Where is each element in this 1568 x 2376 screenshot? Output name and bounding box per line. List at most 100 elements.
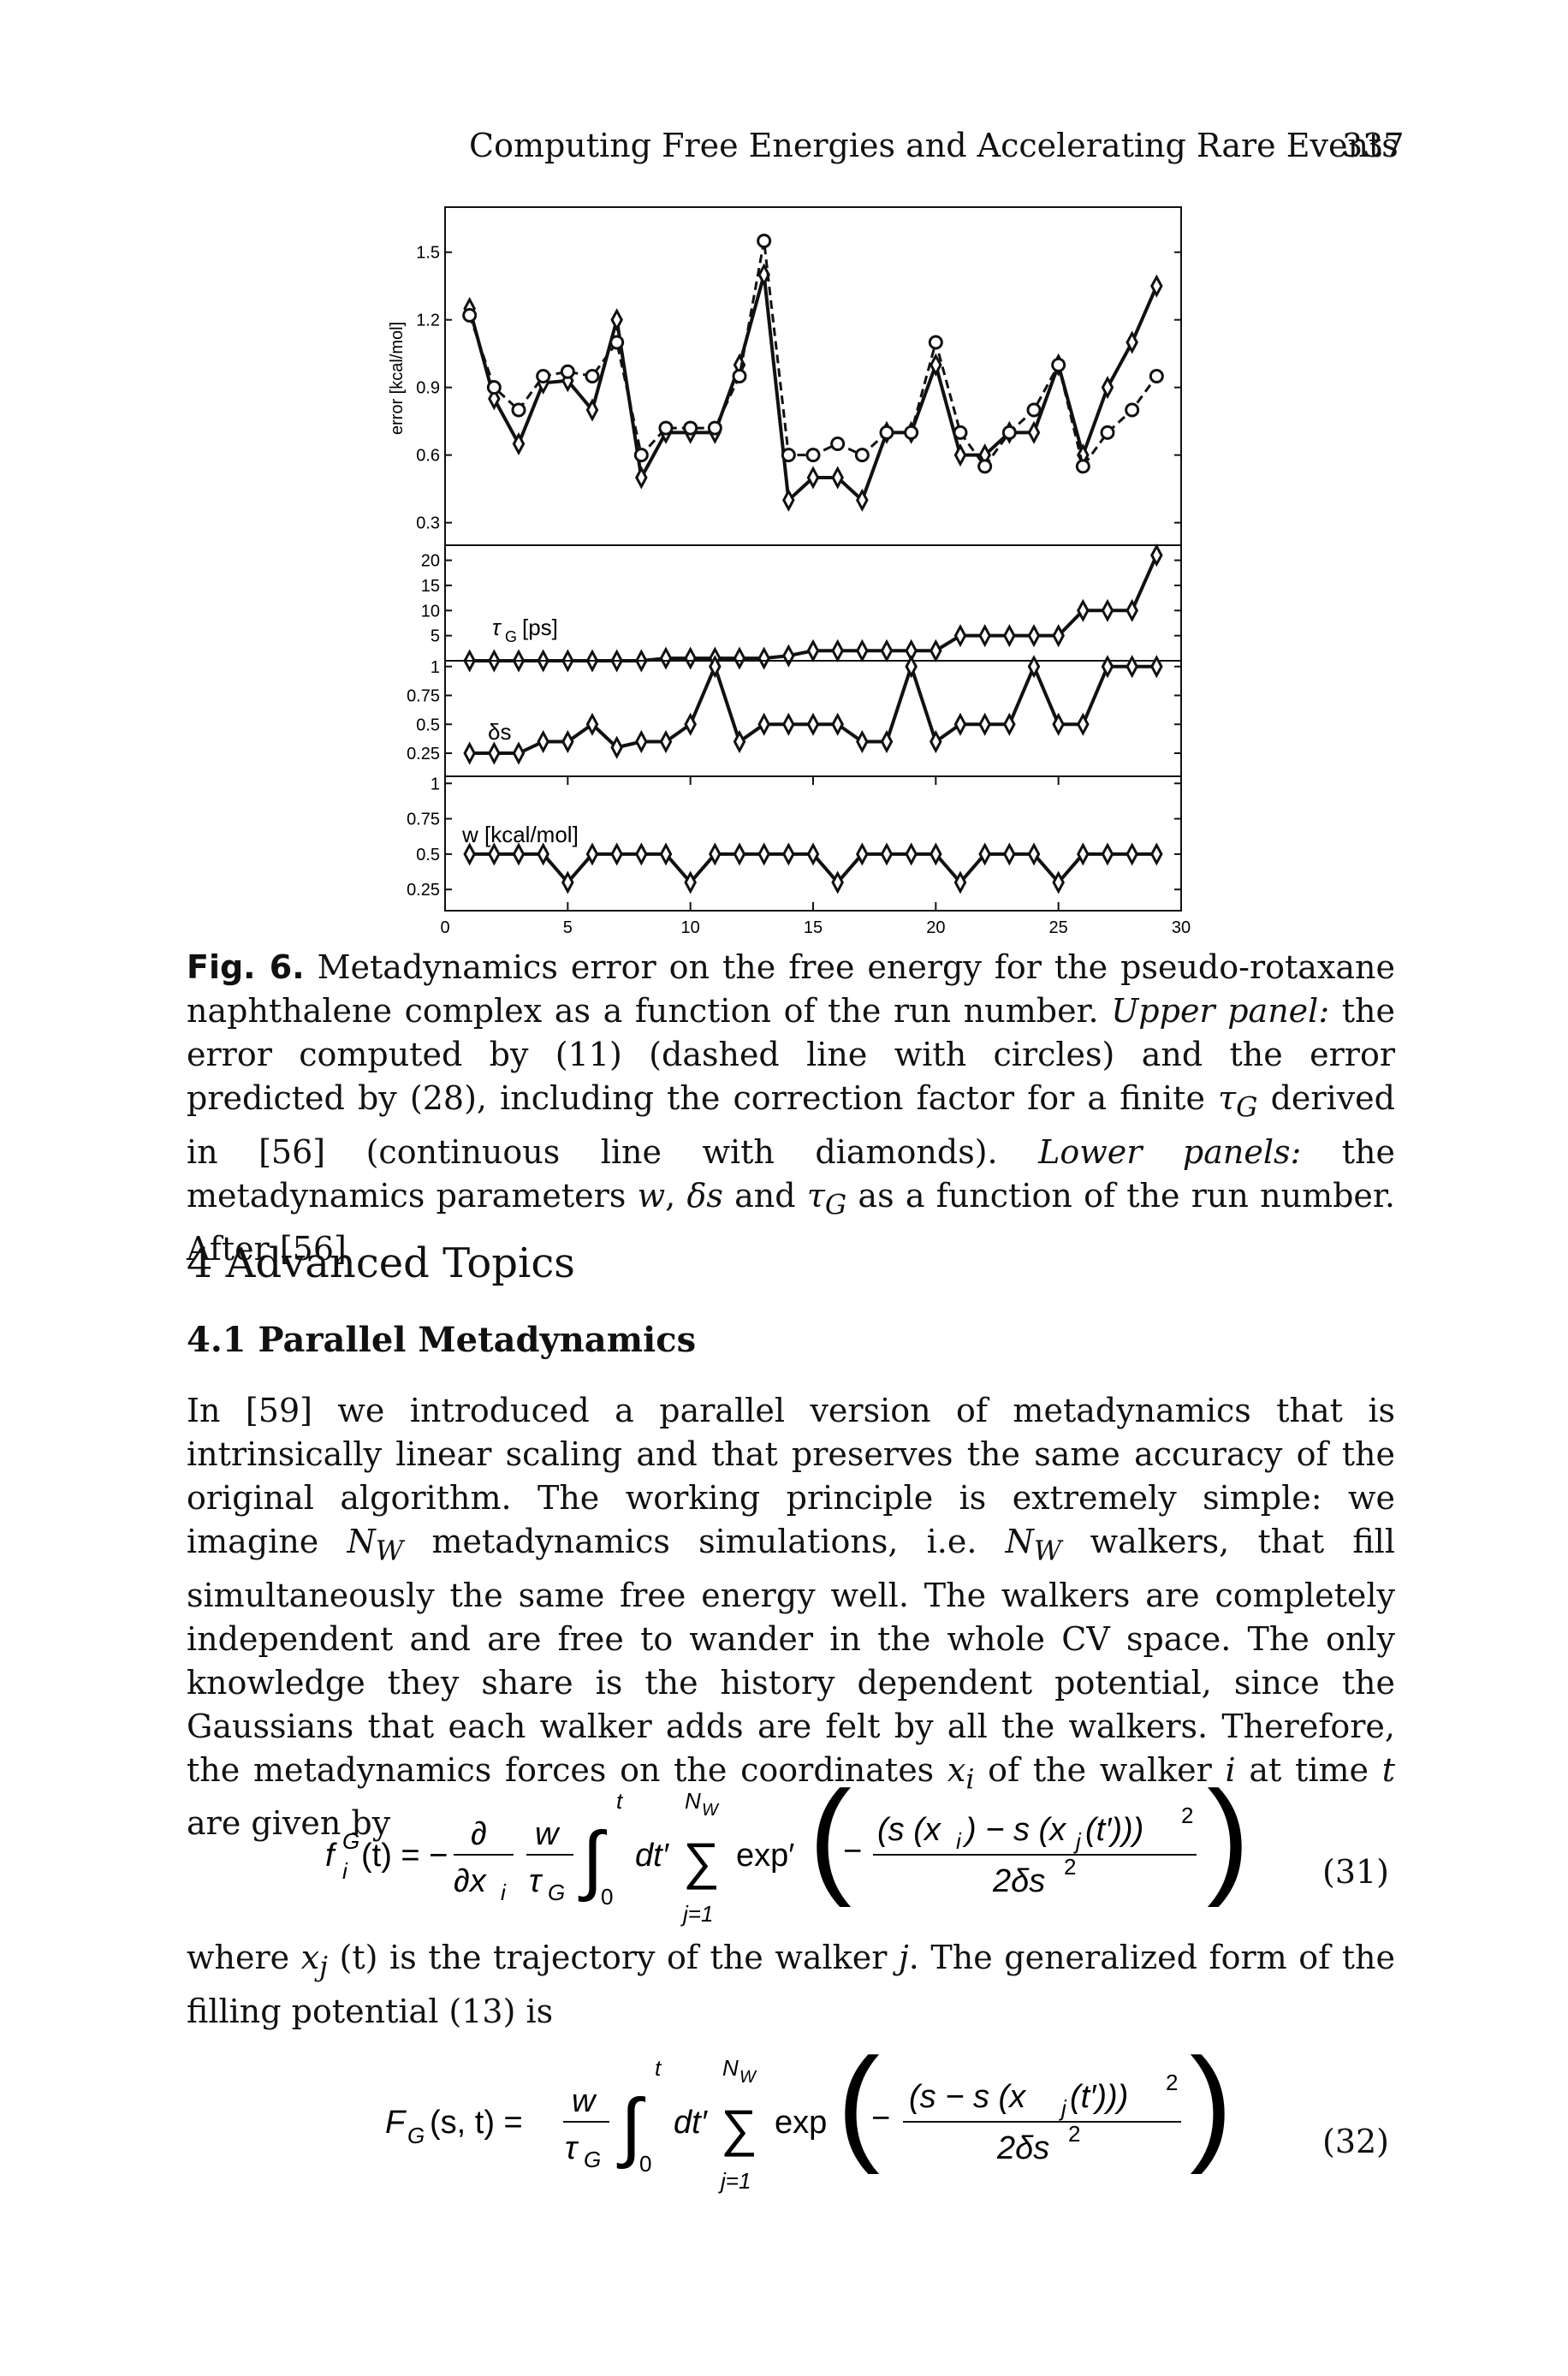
subsection-title: 4.1 Parallel Metadynamics — [187, 1320, 697, 1360]
eq32-lparen: ( — [837, 2047, 880, 2175]
ytick-label-2-1: 0.75 — [407, 687, 440, 706]
diamond-marker-3-0-6 — [610, 842, 623, 866]
diamond-marker-2-0-4 — [561, 729, 574, 754]
diamond-marker-3-0-16 — [856, 842, 869, 866]
eq31-lhs-arg: (t) = − — [361, 1838, 448, 1874]
diamond-marker-1-0-23 — [1027, 624, 1041, 648]
diamond-marker-0-0-23 — [1027, 420, 1041, 444]
body-t: t — [1381, 1750, 1395, 1789]
diamond-marker-2-0-9 — [684, 712, 697, 736]
eq32-lhs-arg: (s, t) = — [430, 2105, 523, 2141]
diamond-marker-1-0-14 — [806, 639, 820, 662]
diamond-marker-2-0-19 — [930, 729, 942, 754]
eq31-frac-den: 2δs — [992, 1863, 1045, 1899]
eq31-lhs-sub: i — [342, 1858, 348, 1884]
equation-31: f G i (t) = − ∂ ∂x i w τ G ∫ t 0 dt′ ∑ N… — [325, 1785, 1250, 1927]
circle-marker-0-1-18 — [904, 425, 919, 440]
xtick-label-2: 10 — [681, 918, 700, 935]
delta-s-label: δs — [488, 719, 511, 745]
circle-marker-0-1-4 — [560, 364, 575, 379]
ytick-label-3-2: 0.5 — [416, 846, 440, 864]
eq32-integral: ∫ — [616, 2084, 645, 2170]
eq31-num-partial: ∂ — [471, 1816, 487, 1852]
diamond-marker-3-0-24 — [1052, 870, 1065, 894]
ytick-label-0-4: 0.3 — [416, 514, 440, 533]
ytick-label-2-2: 0.5 — [416, 716, 440, 734]
ytick-label-3-3: 0.25 — [407, 881, 440, 900]
diamond-marker-0-0-12 — [757, 263, 770, 287]
caption-upper-label: Upper panel: — [1111, 992, 1330, 1030]
eq31-int-lower: 0 — [601, 1884, 613, 1910]
ytick-label-1-0: 20 — [421, 552, 440, 571]
diamond-marker-0-0-16 — [856, 488, 869, 512]
eq32-number: (32) — [1322, 2123, 1390, 2160]
circle-marker-0-1-7 — [633, 448, 649, 463]
diamond-marker-2-0-22 — [1003, 712, 1016, 736]
diamond-marker-2-0-7 — [635, 729, 648, 754]
diamond-marker-3-0-5 — [585, 842, 599, 866]
diamond-marker-2-0-13 — [782, 712, 795, 736]
caption-tau: τ — [1218, 1079, 1237, 1117]
diamond-marker-3-0-9 — [684, 870, 697, 894]
diamond-marker-1-0-13 — [782, 644, 795, 668]
body-text-4: of the walker — [974, 1750, 1226, 1789]
body-text-3: walkers, that fill simultaneously the sa… — [187, 1523, 1395, 1789]
diamond-marker-0-0-14 — [806, 466, 820, 490]
diamond-marker-2-0-16 — [856, 729, 869, 754]
diamond-marker-1-0-27 — [1126, 598, 1138, 622]
body-xi: x — [947, 1750, 966, 1789]
diamond-marker-1-0-24 — [1052, 624, 1065, 648]
diamond-marker-2-0-14 — [806, 712, 820, 736]
ytick-label-1-3: 5 — [431, 627, 440, 646]
ytick-label-0-0: 1.5 — [416, 244, 440, 263]
xtick-label-3: 15 — [804, 918, 823, 935]
diamond-marker-2-0-17 — [880, 729, 894, 754]
diamond-marker-2-0-26 — [1101, 655, 1114, 679]
diamond-marker-3-0-4 — [561, 870, 574, 894]
running-head: Computing Free Energies and Accelerating… — [469, 127, 1399, 164]
eq31-exp: exp′ — [736, 1838, 794, 1874]
diamond-marker-2-0-6 — [610, 735, 623, 759]
body-nw-2: N — [1005, 1523, 1034, 1560]
w-label: w [kcal/mol] — [461, 822, 579, 847]
diamond-marker-3-0-2 — [512, 842, 526, 866]
diamond-marker-3-0-12 — [757, 842, 770, 866]
tauG-label: τ — [492, 615, 502, 640]
diamond-marker-1-0-9 — [684, 646, 697, 670]
caption-text-1: Metadynamics error on the free energy fo… — [187, 948, 1395, 1030]
diamond-marker-3-0-19 — [930, 842, 942, 866]
eq31-minus: − — [843, 1833, 862, 1869]
circle-marker-0-1-0 — [462, 307, 478, 323]
where-text-2: (t) is the trajectory of the walker — [327, 1939, 899, 1976]
ytick-label-1-2: 10 — [421, 602, 440, 621]
where-j: j — [898, 1939, 909, 1976]
eq32-minus: − — [871, 2100, 890, 2136]
eq31-lparen: ( — [809, 1785, 852, 1908]
diamond-marker-3-0-13 — [782, 842, 795, 866]
diamond-marker-1-0-8 — [659, 646, 673, 670]
eq32-frac-den: 2δs — [996, 2130, 1049, 2166]
caption-lower-label: Lower panels: — [1038, 1132, 1302, 1171]
eq31-num-sq: 2 — [1181, 1803, 1193, 1828]
section-title: 4 Advanced Topics — [187, 1239, 575, 1287]
eq32-dt: dt′ — [674, 2105, 709, 2141]
diamond-marker-2-0-5 — [585, 712, 599, 736]
diamond-marker-2-0-27 — [1126, 655, 1138, 679]
body-text-5: at time — [1235, 1750, 1382, 1789]
diamond-marker-1-0-22 — [1003, 624, 1016, 648]
diamond-marker-1-0-11 — [733, 646, 746, 670]
eq31-den-partial-sub: i — [501, 1880, 507, 1905]
diamond-marker-0-0-20 — [953, 443, 967, 467]
diamond-marker-0-0-28 — [1150, 274, 1163, 298]
where-paragraph: where xj (t) is the trajectory of the wa… — [187, 1936, 1395, 2034]
xtick-label-0: 0 — [440, 918, 449, 935]
caption-tau-sub: G — [1236, 1092, 1258, 1124]
diamond-marker-1-0-17 — [880, 639, 894, 662]
diamond-marker-0-0-13 — [782, 488, 795, 512]
diamond-marker-2-0-8 — [659, 729, 673, 754]
diamond-marker-3-0-27 — [1126, 842, 1138, 866]
body-paragraph: In [59] we introduced a parallel version… — [187, 1389, 1395, 1845]
diamond-marker-1-0-26 — [1101, 598, 1114, 622]
diamond-marker-0-0-27 — [1126, 330, 1138, 354]
caption-label: Fig. 6. — [187, 948, 305, 986]
